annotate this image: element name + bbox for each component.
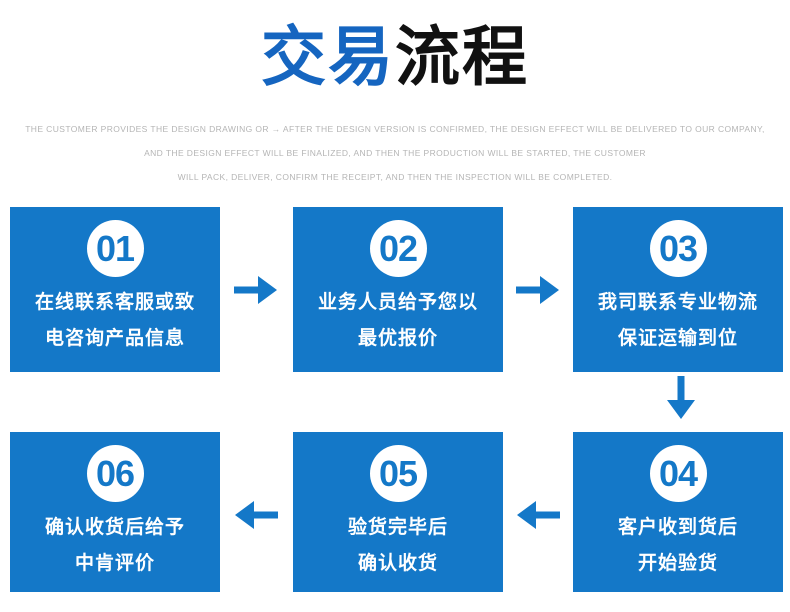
step-box-04: 04 客户收到货后 开始验货 [573,432,783,592]
flow-arrow-right-icon [234,276,277,304]
step-text-line1: 我司联系专业物流 [597,292,758,313]
step-text-line1: 验货完毕后 [347,517,448,538]
flow-arrow-right-icon [516,276,559,304]
step-box-06: 06 确认收货后给予 中肯评价 [10,432,220,592]
step-text-line2: 确认收货 [357,553,438,574]
step-number-badge: 06 [86,445,144,502]
step-text: 业务人员给予您以 最优报价 [318,285,478,357]
step-box-05: 05 验货完毕后 确认收货 [293,432,503,592]
flow-arrow-left-icon [517,501,560,529]
step-text-line1: 业务人员给予您以 [317,292,478,313]
step-text-line2: 保证运输到位 [617,328,738,349]
step-box-01: 01 在线联系客服或致 电咨询产品信息 [10,207,220,372]
step-text-line2: 最优报价 [357,328,438,349]
step-number-badge: 04 [649,445,707,502]
flow-arrow-left-icon [235,501,278,529]
step-text-line2: 中肯评价 [74,553,155,574]
step-text-line1: 确认收货后给予 [44,517,185,538]
page-title-part1: 交易 [260,20,395,93]
subtitle-line-3: WILL PACK, DELIVER, CONFIRM THE RECEIPT,… [177,172,613,182]
step-text-line2: 开始验货 [637,553,718,574]
step-text: 在线联系客服或致 电咨询产品信息 [35,285,195,357]
flow-arrow-down-icon [667,376,695,419]
step-number-badge: 03 [649,220,707,277]
subtitle-line-2: AND THE DESIGN EFFECT WILL BE FINALIZED,… [144,148,646,158]
subtitle: THE CUSTOMER PROVIDES THE DESIGN DRAWING… [0,117,790,189]
step-text: 客户收到货后 开始验货 [618,510,738,582]
step-text-line1: 客户收到货后 [617,517,738,538]
step-box-02: 02 业务人员给予您以 最优报价 [293,207,503,372]
step-text: 我司联系专业物流 保证运输到位 [598,285,758,357]
step-box-03: 03 我司联系专业物流 保证运输到位 [573,207,783,372]
step-number-badge: 01 [86,220,144,277]
page-title: 交易流程 [0,16,790,97]
page-title-part2: 流程 [395,20,530,93]
step-number-badge: 02 [369,220,427,277]
step-text: 验货完毕后 确认收货 [348,510,448,582]
step-text: 确认收货后给予 中肯评价 [45,510,185,582]
step-text-line1: 在线联系客服或致 [34,292,195,313]
step-number-badge: 05 [369,445,427,502]
subtitle-line-1: THE CUSTOMER PROVIDES THE DESIGN DRAWING… [25,124,765,134]
step-text-line2: 电咨询产品信息 [44,328,185,349]
